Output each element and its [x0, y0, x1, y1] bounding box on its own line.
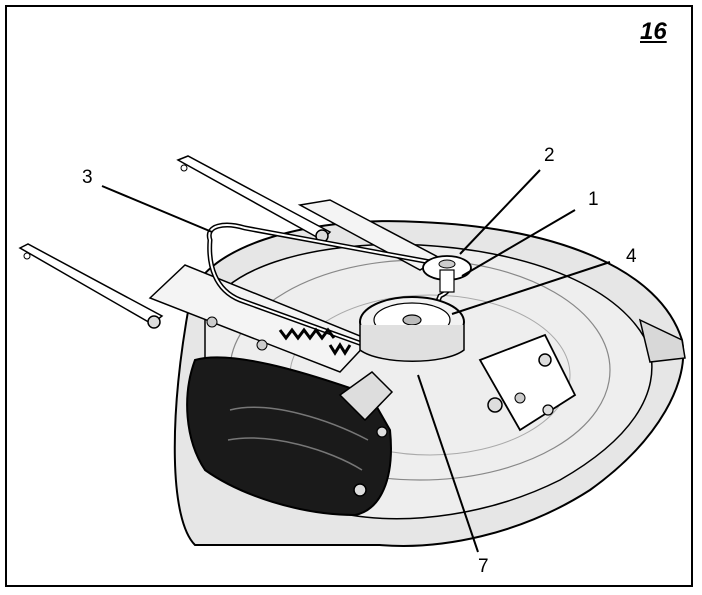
- mounting-arm-upper: [176, 155, 332, 241]
- deck-rear-flange: [638, 318, 686, 363]
- callout-1: 1: [588, 189, 599, 210]
- leader-line-2: [459, 169, 541, 255]
- deck-bolt: [256, 339, 268, 351]
- leader-line-4: [451, 261, 611, 315]
- leader-line-1: [461, 209, 576, 277]
- leader-line-7: [417, 374, 479, 553]
- callout-4: 4: [626, 246, 637, 267]
- grass-bag: [186, 356, 392, 517]
- deck-bolt: [206, 316, 218, 328]
- tension-spring-2: [328, 342, 352, 356]
- callout-3: 3: [82, 167, 93, 188]
- leader-line-3: [101, 185, 213, 233]
- tension-spring: [278, 327, 336, 341]
- mounting-arm-lower: [18, 243, 164, 325]
- arm-bolt: [147, 315, 161, 329]
- callout-2: 2: [544, 145, 555, 166]
- figure-number: 16: [640, 18, 667, 45]
- deck-bolt: [514, 392, 526, 404]
- pulley-nut: [402, 314, 422, 326]
- callout-7: 7: [478, 556, 489, 577]
